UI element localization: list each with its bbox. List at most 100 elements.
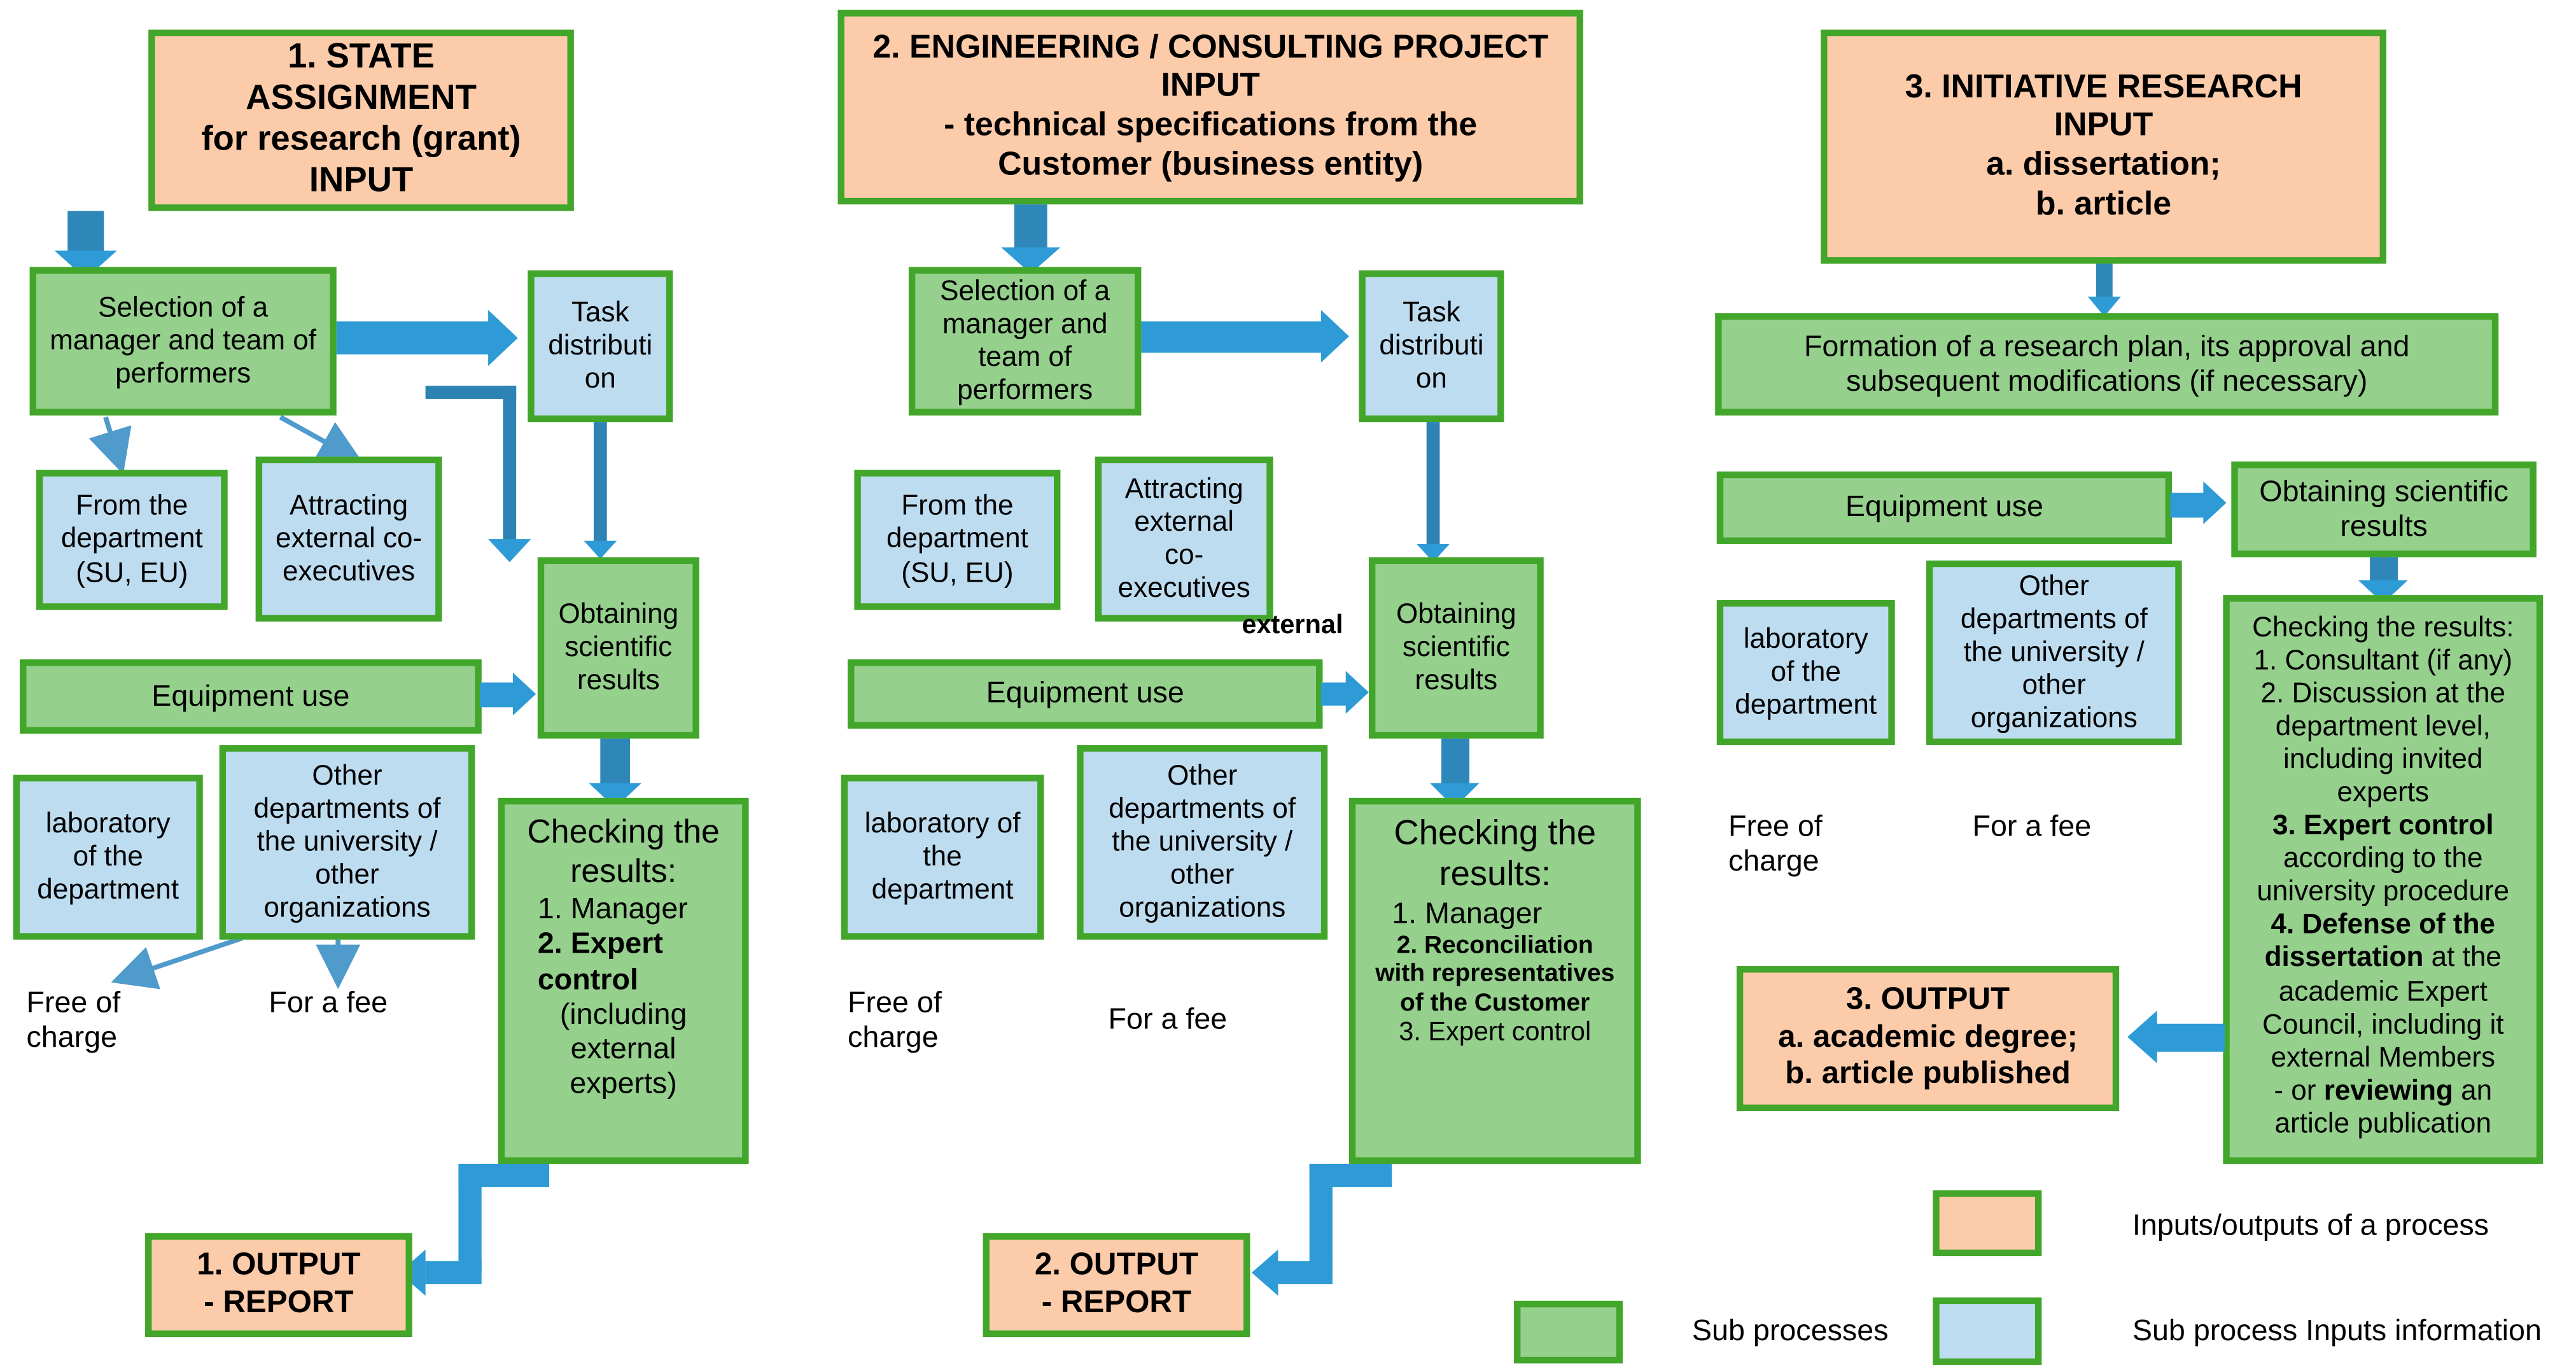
- c3-input-line4: b. article: [2035, 185, 2172, 222]
- c2-laboratory-label: laboratory of the department: [864, 808, 1021, 906]
- c2-input-line1: 2. ENGINEERING / CONSULTING PROJECT: [872, 29, 1549, 66]
- c3-input-box: 3. INITIATIVE RESEARCH INPUT a. disserta…: [1821, 29, 2386, 264]
- c1-obtaining-box: Obtaining scientific results: [537, 557, 699, 739]
- c2-arrow-selection-to-task-shaft: [1141, 321, 1326, 353]
- c1-output-box: 1. OUTPUT - REPORT: [145, 1233, 412, 1337]
- c2-obtaining-box: Obtaining scientific results: [1368, 557, 1544, 739]
- c1-selection-label: Selection of a manager and team of perfo…: [50, 291, 317, 389]
- c2-checking-to-output-head: [1251, 1249, 1278, 1296]
- c2-task-to-obtaining-shaft: [1426, 422, 1440, 554]
- c2-checking-to-output-vertical: [1309, 1163, 1333, 1271]
- c2-checking-item2-bold: 2. Reconciliation with representatives o…: [1375, 931, 1615, 1018]
- c1-other-departments-label: Other departments of the university / ot…: [253, 759, 441, 923]
- c2-arrow-input-to-selection-shaft: [1014, 204, 1047, 254]
- c3-input-line1: 3. INITIATIVE RESEARCH: [1905, 69, 2302, 106]
- legend-label-sub-processes: Sub processes: [1691, 1313, 1889, 1347]
- c1-elbow-horizontal: [425, 386, 517, 399]
- c1-from-department-box: From the department (SU, EU): [36, 470, 228, 610]
- c1-other-departments-box: Other departments of the university / ot…: [219, 745, 475, 940]
- c2-output-line1: 2. OUTPUT: [1034, 1248, 1199, 1283]
- c3-formation-label: Formation of a research plan, its approv…: [1803, 329, 2410, 398]
- c1-from-department-label: From the department (SU, EU): [60, 490, 203, 588]
- c1-laboratory-label: laboratory of the department: [37, 808, 179, 906]
- c3-obtaining-box: Obtaining scientific results: [2231, 461, 2537, 557]
- c1-input-line2: for research (grant): [201, 120, 521, 158]
- c1-checking-item1: 1. Manager: [537, 892, 688, 925]
- c2-other-departments-box: Other departments of the university / ot…: [1077, 745, 1328, 940]
- c3-equipment-to-obtaining-head: [2203, 481, 2227, 524]
- c1-obtaining-to-checking-shaft: [600, 738, 630, 792]
- c2-from-department-box: From the department (SU, EU): [854, 470, 1061, 610]
- c3-checking-to-output-head: [2127, 1011, 2157, 1063]
- c1-selection-box: Selection of a manager and team of perfo…: [29, 267, 337, 416]
- c1-for-a-fee-label: For a fee: [269, 986, 388, 1019]
- c2-checking-to-output-bottom: [1278, 1261, 1333, 1285]
- c2-input-line2: INPUT: [1161, 68, 1260, 105]
- c1-free-of-charge-label: Free of charge: [26, 986, 121, 1054]
- c1-checking-to-output-vertical: [458, 1163, 482, 1271]
- c1-attracting-box: Attracting external co-executives: [255, 456, 442, 622]
- c2-checking-box: Checking the results: 1. Manager 2. Reco…: [1348, 797, 1641, 1164]
- c1-arrow-selection-to-task-shaft: [336, 321, 493, 354]
- c1-equipment-to-obtaining-head: [512, 672, 536, 716]
- c3-other-departments-box: Other departments of the university / ot…: [1926, 560, 2182, 745]
- c3-output-line3: b. article published: [1785, 1057, 2071, 1092]
- c2-equipment-to-obtaining-shaft: [1320, 682, 1348, 706]
- c3-laboratory-box: laboratory of the department: [1716, 599, 1895, 745]
- c3-checking-heading: Checking the results:: [2252, 612, 2514, 643]
- c3-output-line1: 3. OUTPUT: [1845, 983, 2010, 1018]
- c3-equipment-use-label: Equipment use: [1845, 490, 2044, 524]
- c1-laboratory-box: laboratory of the department: [13, 774, 203, 940]
- c3-checking-item2: 2. Discussion at the department level, i…: [2260, 677, 2506, 808]
- c3-checking-item3: 3. Expert control according to the unive…: [2257, 809, 2510, 907]
- c2-for-a-fee-label: For a fee: [1108, 1002, 1228, 1035]
- c2-selection-label: Selection of a manager and team of perfo…: [940, 275, 1110, 406]
- c1-task-to-obtaining-shaft: [593, 422, 607, 551]
- legend-swatch-sub-process-inputs: [1933, 1297, 2042, 1365]
- c2-checking-item3: 3. Expert control: [1399, 1018, 1592, 1047]
- c3-arrow-input-to-formation-head: [2087, 297, 2121, 317]
- c2-input-box: 2. ENGINEERING / CONSULTING PROJECT INPU…: [837, 10, 1583, 205]
- c3-checking-to-output-shaft: [2155, 1023, 2225, 1052]
- c1-arrow-selection-to-task-head: [488, 310, 518, 367]
- c3-checking-item4: 4. Defense of the dissertation at the ac…: [2262, 909, 2504, 1073]
- c2-free-of-charge-label: Free of charge: [848, 986, 942, 1054]
- c1-obtaining-label: Obtaining scientific results: [558, 598, 679, 696]
- c3-other-departments-label: Other departments of the university / ot…: [1960, 570, 2148, 734]
- c3-output-line2: a. academic degree;: [1778, 1020, 2078, 1055]
- c1-equipment-use-box: Equipment use: [20, 659, 482, 734]
- legend-swatch-sub-processes: [1514, 1300, 1623, 1364]
- c2-task-distribution-label: Task distributi on: [1379, 297, 1484, 395]
- c1-checking-item2-bold: 2. Expert control: [537, 927, 663, 995]
- c1-checking-heading: Checking the results:: [527, 814, 720, 890]
- legend-label-inputs-outputs: Inputs/outputs of a process: [2132, 1208, 2489, 1242]
- c2-attracting-label: Attracting external co-executives: [1117, 473, 1250, 604]
- c1-equipment-to-obtaining-shaft: [480, 682, 517, 708]
- c1-input-box: 1. STATE ASSIGNMENT for research (grant)…: [148, 29, 574, 211]
- c3-checking-item5: - or reviewing an article publication: [2274, 1074, 2493, 1139]
- c2-equipment-use-label: Equipment use: [986, 676, 1184, 710]
- c2-arrow-selection-to-task-head: [1320, 310, 1349, 363]
- c3-input-line2: INPUT: [2054, 108, 2153, 144]
- c2-other-departments-label: Other departments of the university / ot…: [1109, 759, 1296, 923]
- c2-equipment-to-obtaining-head: [1345, 671, 1369, 714]
- c1-task-to-obtaining-head: [584, 540, 617, 559]
- c2-output-box: 2. OUTPUT - REPORT: [983, 1233, 1250, 1337]
- c2-external-label: external: [1242, 612, 1343, 640]
- c3-equipment-to-obtaining-shaft: [2170, 493, 2207, 518]
- c2-laboratory-box: laboratory of the department: [841, 774, 1044, 940]
- c3-checking-box: Checking the results: 1. Consultant (if …: [2223, 595, 2544, 1164]
- c1-input-line3: INPUT: [309, 161, 414, 199]
- c1-checking-item2-rest: (including external experts): [559, 997, 687, 1100]
- c3-input-line3: a. dissertation;: [1986, 146, 2221, 183]
- c2-equipment-use-box: Equipment use: [848, 659, 1323, 729]
- c2-input-line3: - technical specifications from the: [944, 107, 1478, 144]
- c2-checking-item1: 1. Manager: [1392, 896, 1543, 929]
- c1-output-line2: - REPORT: [204, 1285, 354, 1320]
- c1-output-line1: 1. OUTPUT: [197, 1248, 361, 1283]
- c2-checking-heading: Checking the results:: [1394, 814, 1597, 893]
- c3-output-box: 3. OUTPUT a. academic degree; b. article…: [1736, 966, 2120, 1112]
- c1-task-distribution-box: Task distributi on: [528, 270, 673, 423]
